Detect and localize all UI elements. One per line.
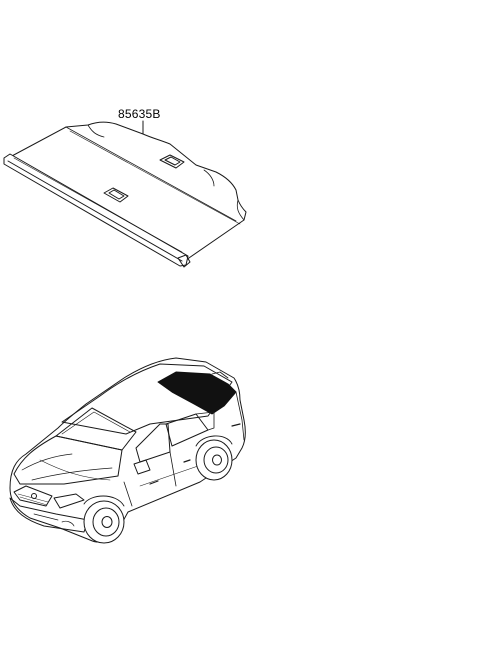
cover-panel: [9, 121, 247, 261]
front-wheel: [83, 495, 125, 544]
part-number-label: 85635B: [118, 107, 161, 121]
headlight: [53, 493, 85, 509]
front-bumper: [9, 497, 89, 533]
rear-wheel: [195, 435, 233, 481]
cargo-area-highlight: [157, 371, 237, 415]
cover-handle-upper: [159, 154, 185, 169]
front-grille: [13, 485, 53, 507]
cover-handle-lower: [103, 187, 129, 203]
front-side-window: [135, 423, 171, 463]
vehicle-roof: [61, 363, 233, 435]
hood: [13, 435, 123, 485]
roller-end-cap: [177, 254, 191, 268]
vehicle-body: [9, 357, 246, 543]
grille-emblem: [31, 493, 37, 499]
side-mirror: [133, 459, 151, 475]
